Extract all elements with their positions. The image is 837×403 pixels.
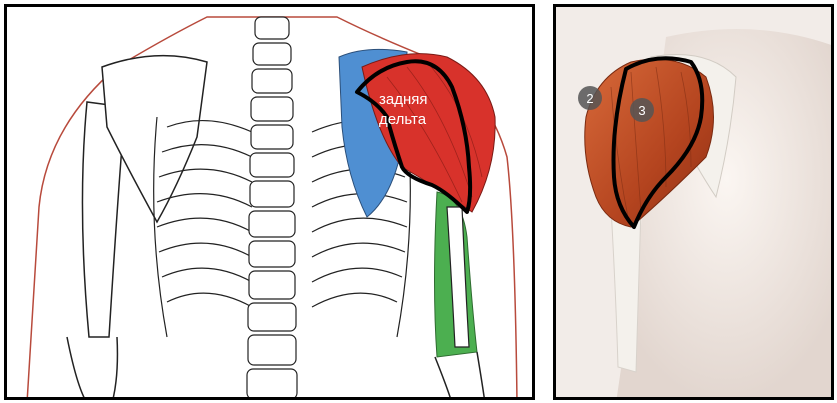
spine	[247, 17, 297, 399]
humerus-bone	[611, 207, 641, 372]
shoulder-render: 2 3	[556, 7, 834, 400]
svg-text:3: 3	[638, 103, 645, 118]
right-forearm	[435, 352, 485, 400]
back-anatomy-illustration: задняя дельта	[4, 4, 535, 400]
skeleton-drawing	[7, 7, 535, 400]
marker-2: 2	[578, 86, 602, 110]
label-line-2: дельта	[379, 110, 487, 130]
muscle-label: задняя дельта	[379, 90, 487, 130]
label-line-1: задняя	[379, 90, 487, 110]
shoulder-3d-render: 2 3	[553, 4, 834, 400]
left-forearm	[67, 337, 117, 400]
svg-text:2: 2	[586, 91, 593, 106]
marker-3: 3	[630, 98, 654, 122]
